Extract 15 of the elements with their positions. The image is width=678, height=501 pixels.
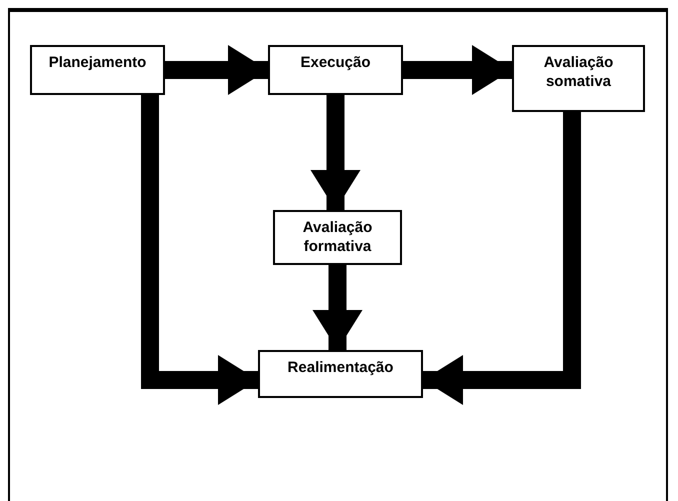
arrow [403,45,512,95]
box-label: Avaliação somativa [542,53,614,91]
arrow [423,112,581,405]
process-box [273,210,402,265]
process-box [512,45,645,112]
process-box [30,45,165,95]
arrow [141,95,258,405]
process-box [268,45,403,95]
box-label: Realimentação [288,358,394,377]
arrow [312,265,362,350]
process-box [258,350,423,398]
box-label: Planejamento [48,53,146,72]
box-label: Execução [300,53,371,72]
arrow [165,45,268,95]
box-label: Avaliação formativa [302,218,374,256]
